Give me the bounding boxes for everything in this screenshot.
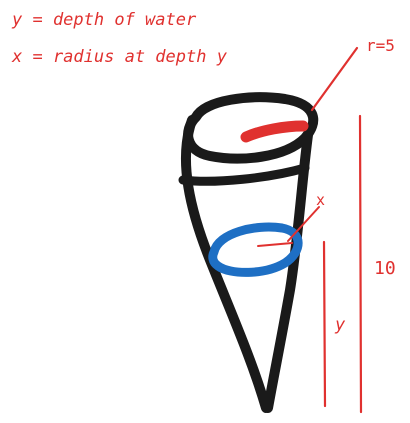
depth-definition: y = depth of water [12, 10, 197, 30]
top-radius-segment [240, 120, 309, 143]
water-depth-label: y [335, 315, 346, 335]
water-radius-leader [287, 206, 320, 242]
water-depth-line [322, 240, 327, 408]
outer-radius-label: r=5 [366, 36, 395, 55]
water-radius-label: x [316, 191, 326, 209]
water-surface-ellipse [208, 222, 303, 277]
water-radius-segment [257, 242, 293, 247]
cone-height-label: 10 [374, 258, 396, 279]
cone-height-line [358, 114, 363, 414]
radius-leader-line [310, 46, 359, 112]
cone-rim-back [178, 163, 310, 186]
radius-definition: x = radius at depth y [12, 47, 227, 67]
cone-right-side [263, 130, 313, 413]
